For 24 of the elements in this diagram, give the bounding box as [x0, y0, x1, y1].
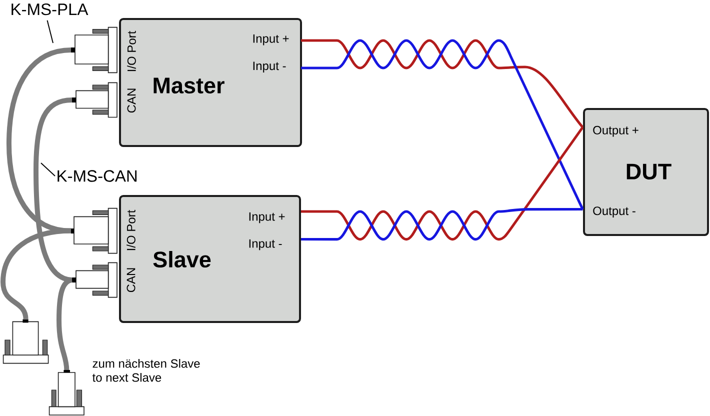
leader-line	[46, 20, 54, 44]
port-label: Input +	[253, 34, 289, 46]
cable	[34, 98, 72, 282]
port-label: Input -	[253, 62, 286, 72]
leader-line	[40, 162, 56, 176]
cable	[56, 278, 73, 370]
d-sub-plug	[2, 319, 49, 364]
port-label: CAN	[126, 268, 136, 292]
port-label: I/O Port	[126, 210, 136, 250]
wire	[301, 208, 583, 241]
cable-label: K-MS-PLA	[12, 3, 88, 16]
cable-label: K-MS-CAN	[58, 170, 137, 182]
cable	[0, 228, 72, 320]
wire	[301, 39, 584, 128]
port-label: Output -	[593, 206, 636, 218]
wire	[301, 126, 584, 241]
note-text: zum nächsten Slave	[92, 358, 200, 368]
port-label: I/O Port	[127, 30, 136, 72]
port-label: Output +	[593, 126, 638, 137]
wire	[301, 39, 584, 210]
note-text: to next Slave	[92, 372, 162, 382]
port-label: CAN	[127, 88, 136, 113]
port-label: Input +	[249, 212, 285, 224]
port-label: Input -	[249, 239, 282, 250]
